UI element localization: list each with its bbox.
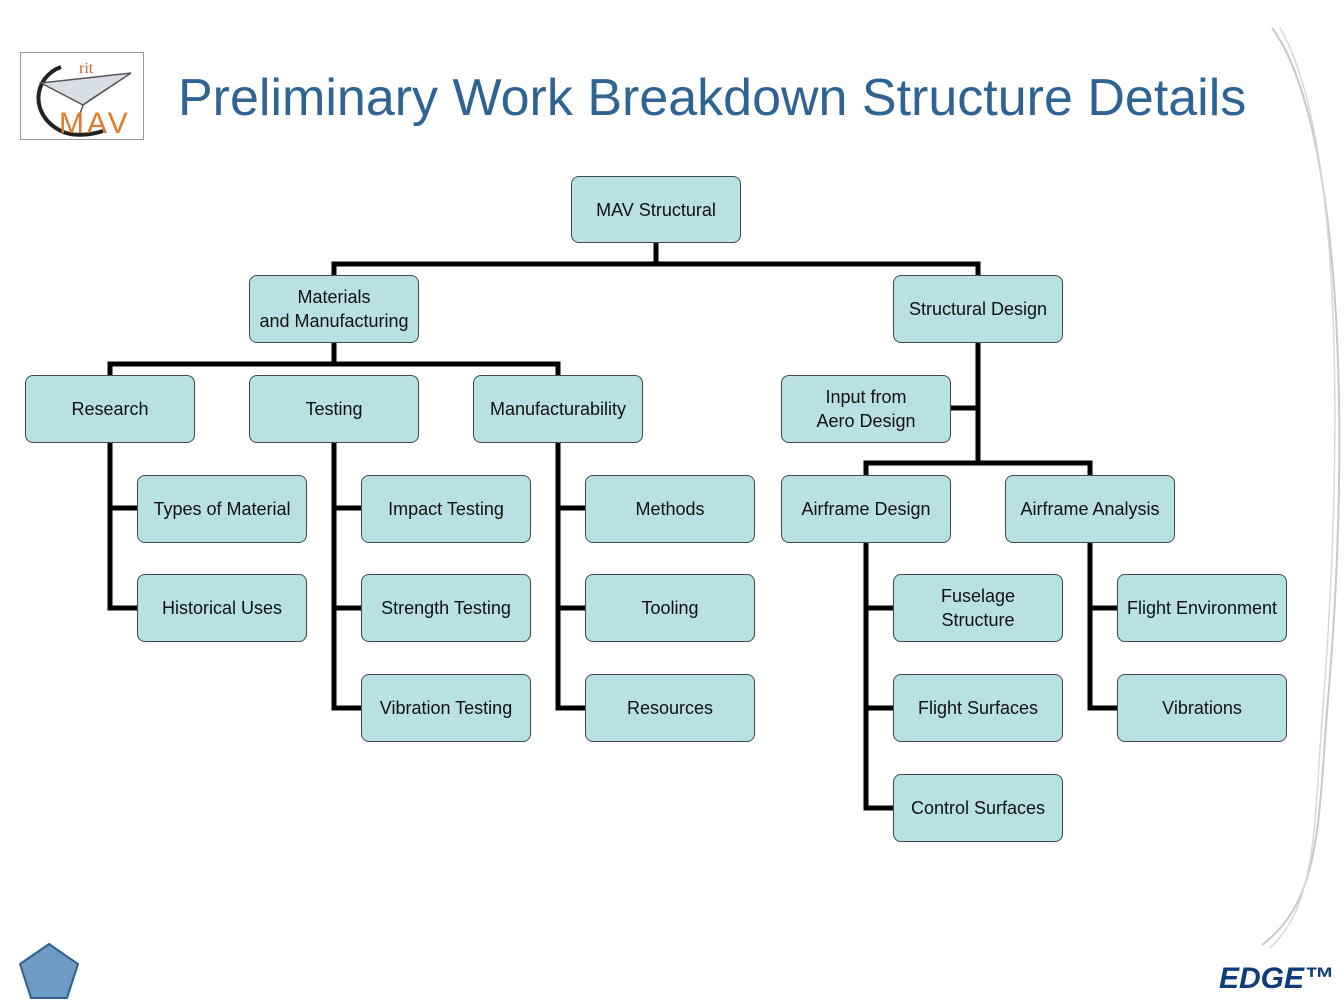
edge-brand-logo: EDGE™ [1218, 962, 1334, 995]
node-impact-testing: Impact Testing [361, 475, 531, 543]
node-input-from-aero-design: Input from Aero Design [781, 375, 951, 443]
node-fuselage-structure: Fuselage Structure [893, 574, 1063, 642]
node-mav-structural: MAV Structural [571, 176, 741, 243]
node-structural-design: Structural Design [893, 275, 1063, 343]
home-pentagon-button[interactable] [16, 940, 82, 1002]
node-resources: Resources [585, 674, 755, 742]
node-flight-surfaces: Flight Surfaces [893, 674, 1063, 742]
node-methods: Methods [585, 475, 755, 543]
node-testing: Testing [249, 375, 419, 443]
logo-rit-text: rit [79, 60, 94, 77]
node-flight-environment: Flight Environment [1117, 574, 1287, 642]
rit-mav-logo: rit MAV [20, 52, 144, 140]
node-types-of-material: Types of Material [137, 475, 307, 543]
node-airframe-design: Airframe Design [781, 475, 951, 543]
node-vibration-testing: Vibration Testing [361, 674, 531, 742]
node-materials-and-manufacturing: Materials and Manufacturing [249, 275, 419, 343]
node-airframe-analysis: Airframe Analysis [1005, 475, 1175, 543]
page-title: Preliminary Work Breakdown Structure Det… [178, 69, 1247, 127]
node-research: Research [25, 375, 195, 443]
logo-mav-text: MAV [59, 107, 131, 139]
node-manufacturability: Manufacturability [473, 375, 643, 443]
node-tooling: Tooling [585, 574, 755, 642]
node-historical-uses: Historical Uses [137, 574, 307, 642]
node-control-surfaces: Control Surfaces [893, 774, 1063, 842]
node-strength-testing: Strength Testing [361, 574, 531, 642]
node-vibrations: Vibrations [1117, 674, 1287, 742]
